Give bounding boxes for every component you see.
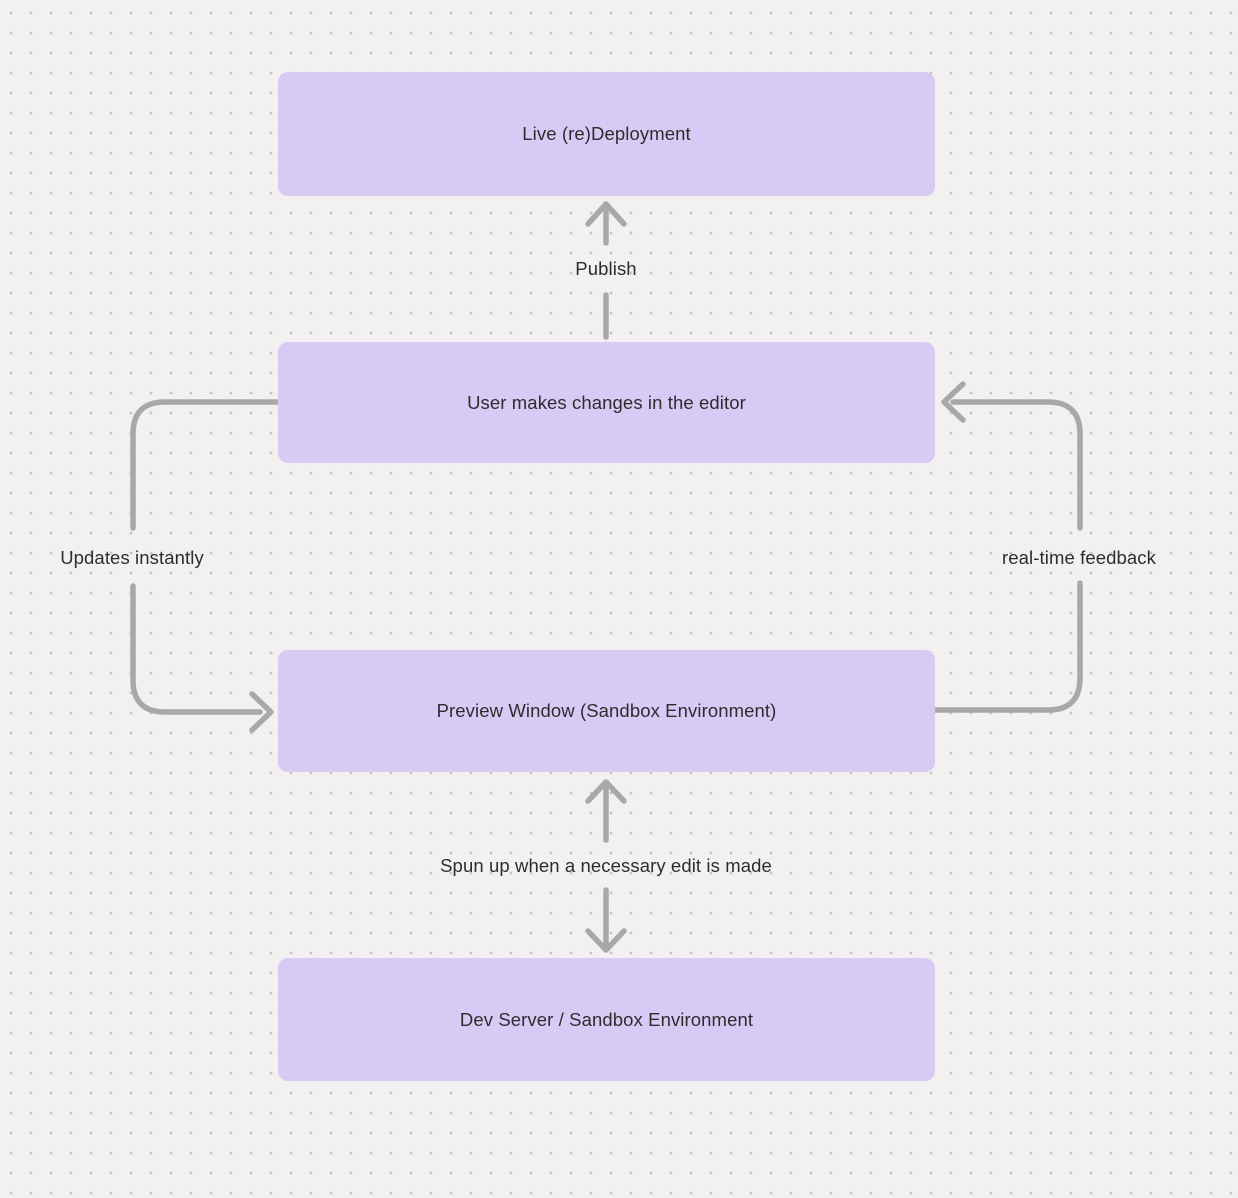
- node-user-editor: User makes changes in the editor: [278, 342, 935, 463]
- edge-publish-arrow: [585, 201, 627, 340]
- node-live-deployment: Live (re)Deployment: [278, 72, 935, 196]
- node-dev-server: Dev Server / Sandbox Environment: [278, 958, 935, 1081]
- edge-label-real-time-feedback: real-time feedback: [1002, 547, 1156, 568]
- node-preview-window: Preview Window (Sandbox Environment): [278, 650, 935, 772]
- edge-updates-instantly-arrow: [130, 399, 281, 733]
- edge-label-spun-up: Spun up when a necessary edit is made: [440, 855, 772, 876]
- node-preview-window-label: Preview Window (Sandbox Environment): [436, 700, 777, 721]
- node-live-deployment-label: Live (re)Deployment: [522, 123, 691, 144]
- edge-label-publish: Publish: [575, 258, 637, 279]
- edge-real-time-feedback-arrow: [932, 381, 1083, 713]
- edge-spun-up-arrow: [585, 779, 627, 953]
- node-dev-server-label: Dev Server / Sandbox Environment: [459, 1008, 754, 1030]
- node-user-editor-label: User makes changes in the editor: [467, 391, 746, 413]
- edge-label-updates-instantly: Updates instantly: [60, 547, 204, 568]
